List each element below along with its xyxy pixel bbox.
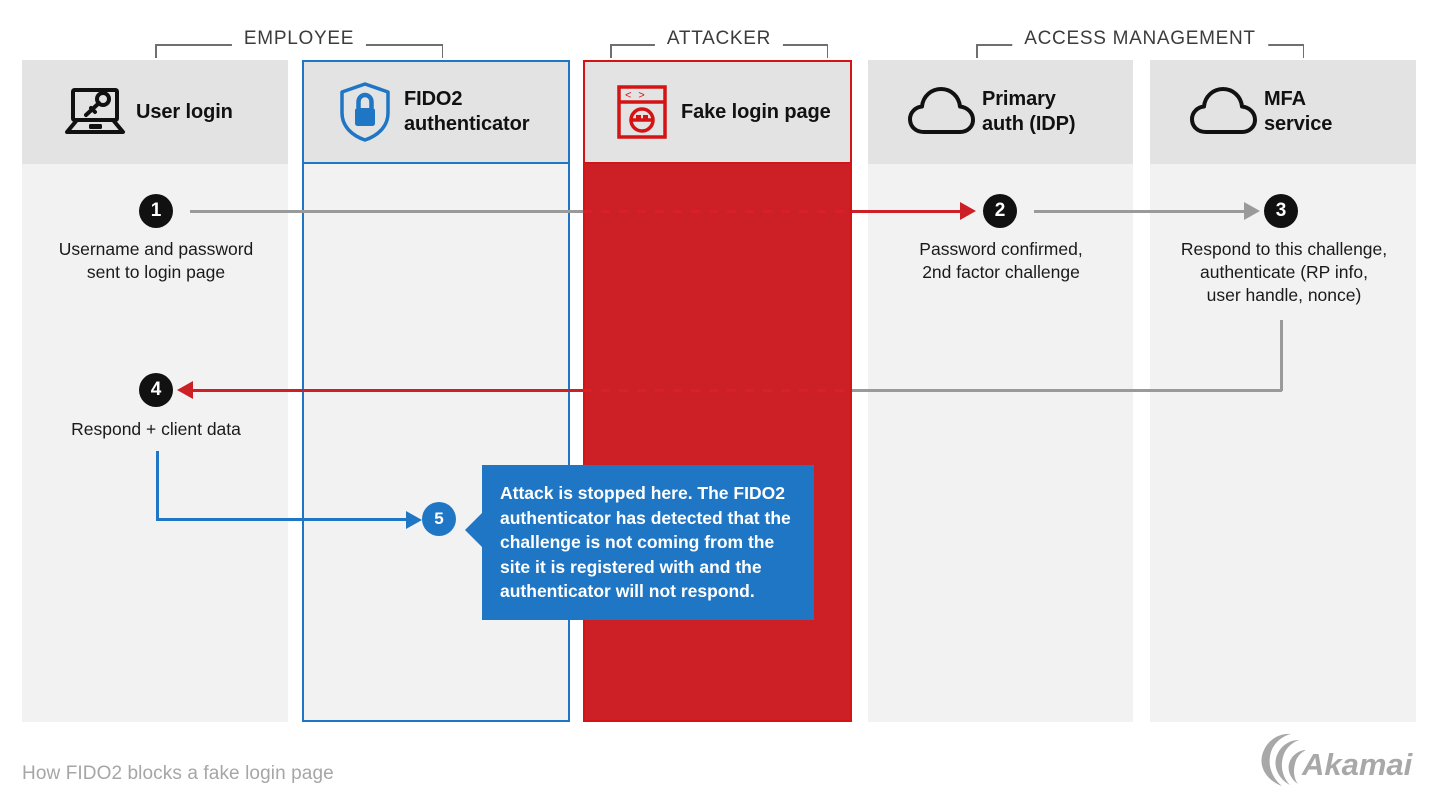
step-number-5: 5: [434, 509, 444, 528]
step-caption-4: Respond + client data: [71, 419, 241, 439]
column-label-fido2: FIDO2 authenticator: [404, 88, 530, 135]
step-caption-3: Respond to this challenge, authenticate …: [1180, 239, 1388, 305]
flow-line-step4-vertical: [1279, 320, 1283, 391]
step-circle-3: 3: [1264, 194, 1298, 228]
group-label-employee: EMPLOYEE: [231, 29, 367, 49]
callout-attack-stopped: Attack is stopped here. The FIDO2 authen…: [465, 465, 814, 620]
flow-arrowhead-step3: [1244, 202, 1260, 220]
flow-arrowhead-step4: [177, 381, 193, 399]
flow-line-step5-vertical: [155, 451, 159, 521]
group-bracket-attacker: ATTACKER: [610, 28, 828, 58]
column-header-fake-login-page: < > Fake login page: [585, 62, 850, 164]
flow-line-step1-gray: [190, 209, 583, 213]
step-circle-2: 2: [983, 194, 1017, 228]
laptop-key-icon: [58, 86, 132, 138]
flow-line-step5-horizontal: [155, 518, 409, 521]
akamai-wordmark: Akamai: [1301, 747, 1414, 782]
page-title: How FIDO2 blocks a fake login page: [22, 763, 334, 784]
flow-arrowhead-step5: [406, 511, 422, 529]
column-header-mfa-service: MFA service: [1150, 60, 1416, 164]
step-caption-2: Password confirmed, 2nd factor challenge: [919, 239, 1083, 282]
group-label-attacker: ATTACKER: [654, 29, 784, 49]
column-label-primary-auth: Primary auth (IDP): [982, 88, 1076, 135]
flow-line-step4-gray: [852, 388, 1282, 392]
callout-text: Attack is stopped here. The FIDO2 authen…: [500, 483, 791, 601]
step-number-1: 1: [150, 200, 162, 221]
group-label-access-management: ACCESS MANAGEMENT: [1012, 29, 1268, 49]
flow-line-step4-red: [192, 388, 583, 392]
cloud-icon: [902, 86, 982, 138]
step-caption-1: Username and password sent to login page: [58, 239, 254, 282]
column-header-primary-auth: Primary auth (IDP): [868, 60, 1133, 164]
column-header-user-login: User login: [22, 60, 288, 164]
step-number-2: 2: [994, 200, 1006, 221]
column-label-fake-login-page: Fake login page: [681, 100, 831, 123]
step-number-3: 3: [1275, 200, 1287, 221]
browser-mask-icon: < >: [607, 83, 677, 141]
step-circle-5: 5: [422, 502, 456, 536]
akamai-logo: Akamai: [1258, 728, 1418, 790]
callout-pointer: [465, 513, 482, 547]
flow-line-step4-dashed: [583, 388, 852, 392]
column-label-mfa-service: MFA service: [1264, 88, 1333, 135]
flow-arrowhead-step2: [960, 202, 976, 220]
group-bracket-employee: EMPLOYEE: [155, 28, 443, 58]
step-number-4: 4: [150, 379, 162, 400]
step-circle-4: 4: [139, 373, 173, 407]
flow-line-step2-gray: [1034, 209, 1250, 213]
group-bracket-access-management: ACCESS MANAGEMENT: [976, 28, 1304, 58]
flow-line-step1-dashed: [583, 209, 852, 213]
shield-lock-icon: [328, 81, 402, 143]
column-label-user-login: User login: [136, 100, 233, 123]
flow-line-step1-red: [852, 209, 966, 213]
step-circle-1: 1: [139, 194, 173, 228]
column-header-fido2: FIDO2 authenticator: [304, 62, 568, 164]
cloud-icon: [1184, 86, 1264, 138]
svg-text:< >: < >: [625, 91, 645, 103]
